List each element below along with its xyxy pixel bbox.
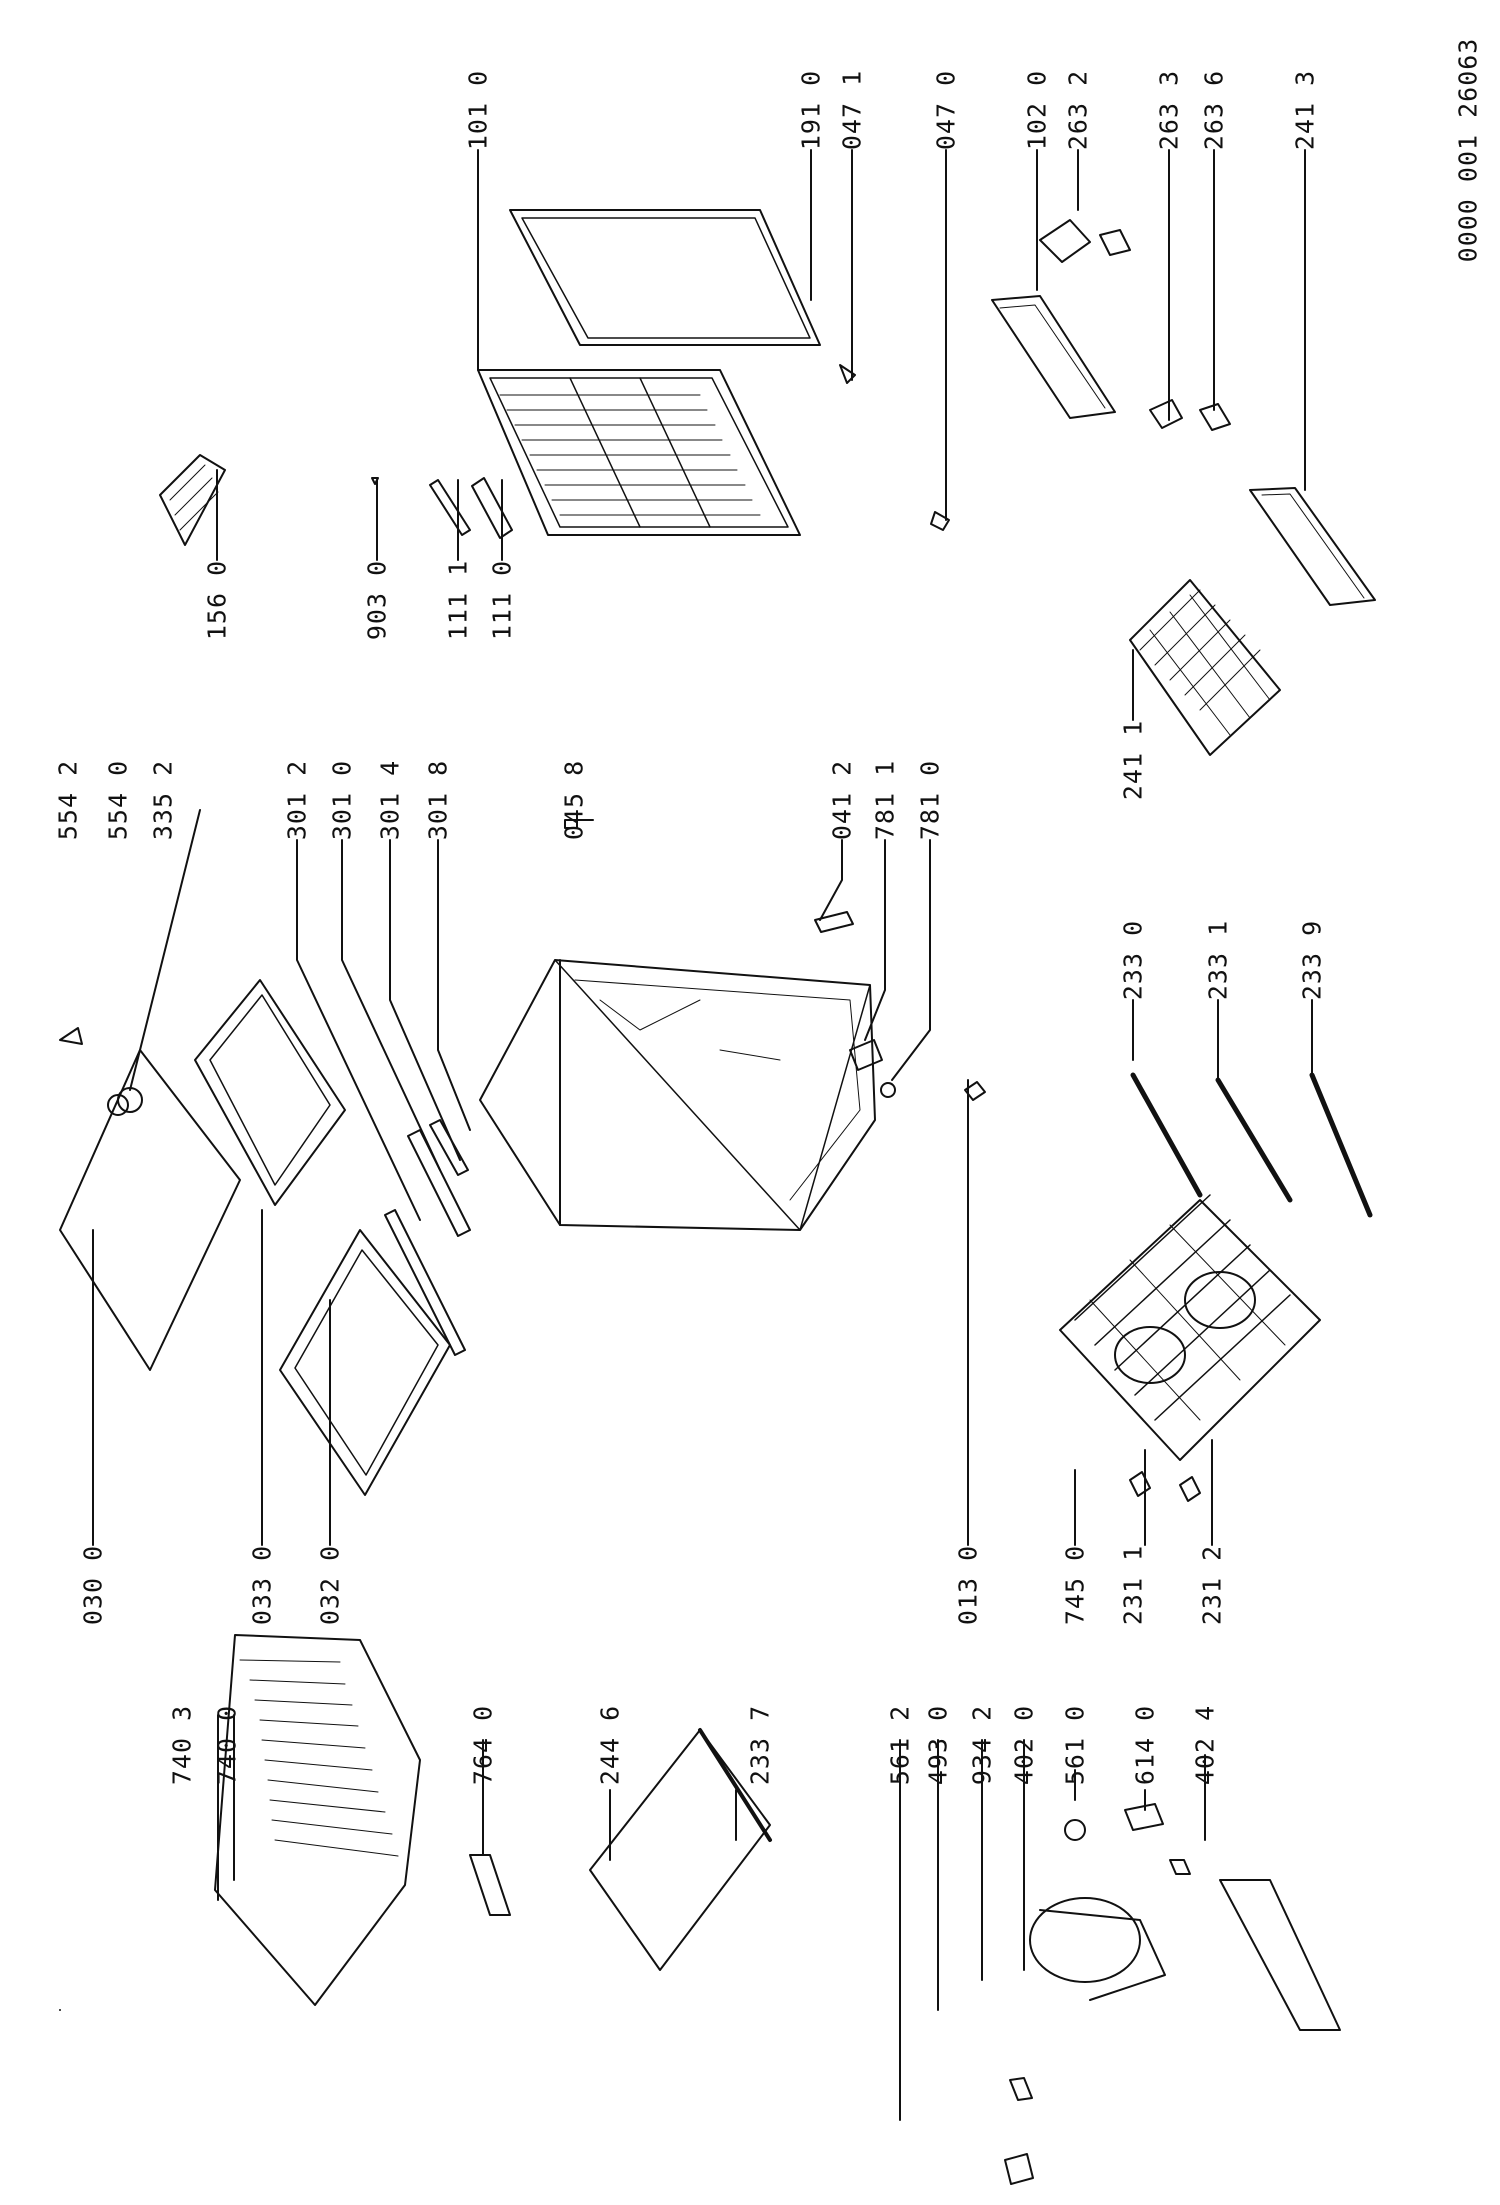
label-781-1: 781 1 bbox=[870, 759, 900, 841]
door-panel-191 bbox=[509, 209, 821, 346]
lamp-781-1 bbox=[849, 1039, 883, 1071]
label-903-0: 903 0 bbox=[362, 559, 392, 641]
label-233-0: 233 0 bbox=[1118, 919, 1148, 1001]
rail-233-1 bbox=[1215, 1077, 1293, 1203]
rail-233-0 bbox=[1130, 1072, 1203, 1198]
label-231-1: 231 1 bbox=[1118, 1544, 1148, 1626]
label-263-6: 263 6 bbox=[1199, 69, 1229, 151]
clip-047-1 bbox=[839, 364, 856, 384]
bracket-231-1 bbox=[1129, 1471, 1151, 1497]
support-263-6 bbox=[1199, 403, 1231, 431]
screw-903 bbox=[371, 477, 379, 485]
lamp-781-0 bbox=[880, 1082, 896, 1098]
label-263-3: 263 3 bbox=[1154, 69, 1184, 151]
trim-233-7 bbox=[698, 1728, 772, 1842]
label-301-0: 301 0 bbox=[327, 759, 357, 841]
switch-041-2 bbox=[814, 911, 854, 933]
label-740-0: 740 0 bbox=[212, 1704, 242, 1786]
label-111-0: 111 0 bbox=[487, 559, 517, 641]
label-745-0: 745 0 bbox=[1060, 1544, 1090, 1626]
strip-301-0 bbox=[407, 1129, 471, 1237]
inner-lid-033 bbox=[194, 979, 346, 1206]
label-233-7: 233 7 bbox=[745, 1704, 775, 1786]
strip-301-2 bbox=[384, 1209, 466, 1356]
support-263-3 bbox=[1149, 399, 1183, 429]
label-101-0: 101 0 bbox=[463, 69, 493, 151]
hinge-111-1 bbox=[429, 479, 471, 536]
label-301-2: 301 2 bbox=[282, 759, 312, 841]
label-244-6: 244 6 bbox=[595, 1704, 625, 1786]
label-233-1: 233 1 bbox=[1203, 919, 1233, 1001]
rail-233-9 bbox=[1309, 1072, 1373, 1218]
condenser-clip bbox=[1009, 2077, 1033, 2101]
support-263-2b bbox=[1099, 229, 1131, 256]
label-301-4: 301 4 bbox=[375, 759, 405, 841]
screw-045-8 bbox=[564, 819, 578, 829]
label-013-0: 013 0 bbox=[953, 1544, 983, 1626]
glass-shelf-244 bbox=[589, 1729, 771, 1971]
label-047-0: 047 0 bbox=[931, 69, 961, 151]
relay-561 bbox=[1064, 1819, 1086, 1841]
clip-047-0 bbox=[930, 511, 950, 531]
fixing-013 bbox=[964, 1081, 986, 1101]
label-033-0: 033 0 bbox=[247, 1544, 277, 1626]
shelf-241-3 bbox=[1249, 487, 1376, 606]
label-047-1: 047 1 bbox=[837, 69, 867, 151]
label-335-2: 335 2 bbox=[148, 759, 178, 841]
base-plate bbox=[1219, 1879, 1341, 2031]
label-156-0: 156 0 bbox=[202, 559, 232, 641]
label-554-2: 554 2 bbox=[53, 759, 83, 841]
label-493-0: 493 0 bbox=[923, 1704, 953, 1786]
label-554-0: 554 0 bbox=[103, 759, 133, 841]
label-764-0: 764 0 bbox=[468, 1704, 498, 1786]
feet-561-2 bbox=[1004, 2153, 1034, 2185]
label-402-0: 402 0 bbox=[1009, 1704, 1039, 1786]
label-781-0: 781 0 bbox=[915, 759, 945, 841]
label-263-2: 263 2 bbox=[1063, 69, 1093, 151]
label-301-8: 301 8 bbox=[423, 759, 453, 841]
label-241-3: 241 3 bbox=[1290, 69, 1320, 151]
thermostat-764 bbox=[469, 1854, 511, 1916]
label-614-0: 614 0 bbox=[1130, 1704, 1160, 1786]
label-032-0: 032 0 bbox=[315, 1544, 345, 1626]
compressor-402 bbox=[1029, 1897, 1166, 2001]
label-111-1: 111 1 bbox=[443, 559, 473, 641]
support-263-2 bbox=[1039, 219, 1091, 263]
back-panel-740 bbox=[214, 1634, 421, 2006]
bracket-231-2 bbox=[1179, 1476, 1201, 1502]
label-740-3: 740 3 bbox=[167, 1704, 197, 1786]
lid-panel-030 bbox=[59, 1049, 241, 1371]
label-241-1: 241 1 bbox=[1118, 719, 1148, 801]
strip-301-4 bbox=[429, 1119, 469, 1176]
cabinet-body bbox=[479, 959, 876, 1231]
ice-tray-156 bbox=[159, 454, 226, 546]
grommet-402-4 bbox=[1169, 1859, 1191, 1875]
shelf-102 bbox=[991, 295, 1116, 419]
leader-lines bbox=[92, 149, 1313, 2121]
basket-241-1 bbox=[1129, 579, 1281, 756]
hinge-111-0 bbox=[471, 477, 513, 539]
label-030-0: 030 0 bbox=[78, 1544, 108, 1626]
starter-614 bbox=[1124, 1803, 1164, 1831]
frame-grid-101 bbox=[477, 369, 801, 536]
spring-554 bbox=[59, 809, 201, 1116]
label-191-0: 191 0 bbox=[796, 69, 826, 151]
label-934-2: 934 2 bbox=[967, 1704, 997, 1786]
label-045-8: 045 8 bbox=[559, 759, 589, 841]
label-041-2: 041 2 bbox=[827, 759, 857, 841]
label-231-2: 231 2 bbox=[1197, 1544, 1227, 1626]
label-402-4: 402 4 bbox=[1190, 1704, 1220, 1786]
document-code: 0000 001 26063 bbox=[1453, 37, 1483, 263]
label-102-0: 102 0 bbox=[1022, 69, 1052, 151]
label-561-2: 561 2 bbox=[885, 1704, 915, 1786]
evaporator-745 bbox=[1059, 1194, 1321, 1461]
label-561-0: 561 0 bbox=[1060, 1704, 1090, 1786]
label-233-9: 233 9 bbox=[1297, 919, 1327, 1001]
